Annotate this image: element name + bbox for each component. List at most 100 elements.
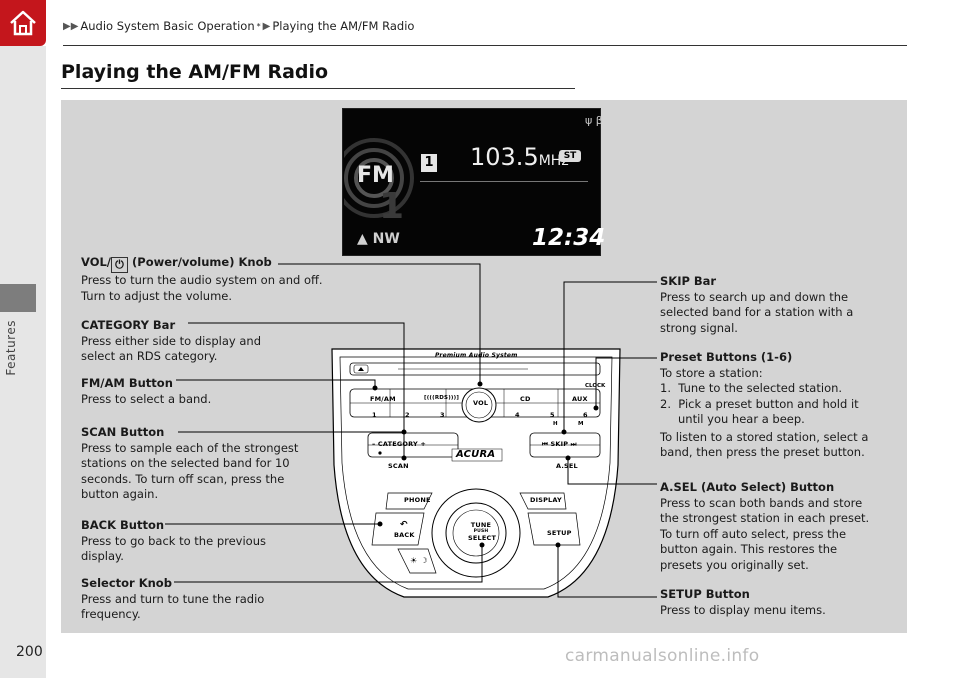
callout-text: Press to search up and down the <box>660 289 849 304</box>
clock-label: CLOCK <box>585 383 606 389</box>
callout-text: stations on the selected band for 10 <box>81 456 290 470</box>
display-compass: ▲ NW <box>357 231 400 247</box>
breadcrumb-asterisk: * <box>256 21 261 31</box>
callout-text: Press and turn to tune the radio <box>81 591 265 606</box>
breadcrumb-current: Playing the AM/FM Radio <box>272 19 415 33</box>
display-frequency-value: 103.5 <box>470 143 539 171</box>
breadcrumb: ▶▶ Audio System Basic Operation* ▶ Playi… <box>63 19 414 33</box>
callout-setup-button: SETUP Button Press to display menu items… <box>660 587 900 618</box>
display-band-number: 1 <box>379 186 404 227</box>
preset-button-4[interactable]: 4 <box>515 411 520 419</box>
selector-knob[interactable]: TUNE PUSH SELECT <box>468 521 497 542</box>
usb-bluetooth-icon: ψ β <box>585 114 603 127</box>
callout-asel-button: A.SEL (Auto Select) Button Press to scan… <box>660 480 905 573</box>
callout-text: seconds. To turn off scan, press the <box>81 471 285 486</box>
callout-text: strong signal. <box>660 320 738 335</box>
callout-title: A.SEL (Auto Select) Button <box>660 480 835 494</box>
category-label: CATEGORY <box>377 440 418 448</box>
home-button[interactable] <box>0 0 46 46</box>
sidebar-section-tab[interactable] <box>0 284 36 312</box>
display-divider <box>420 181 588 182</box>
header-divider <box>63 45 907 46</box>
callout-category-bar: CATEGORY Bar Press either side to displa… <box>81 318 321 365</box>
aux-button[interactable]: AUX <box>572 395 588 403</box>
fm-am-button[interactable]: FM/AM <box>370 395 396 403</box>
sidebar <box>0 46 46 678</box>
display-clock: 12:34 <box>532 225 606 251</box>
callout-title: SKIP Bar <box>660 274 717 288</box>
preset-button-2[interactable]: 2 <box>405 411 410 419</box>
callout-text: To store a station: <box>660 365 763 380</box>
vol-knob[interactable]: VOL <box>473 399 489 407</box>
display-band: FM <box>357 163 394 188</box>
callout-text: Press to scan both bands and store <box>660 495 863 510</box>
setup-button[interactable]: SETUP <box>547 529 572 537</box>
page-title: Playing the AM/FM Radio <box>61 61 329 83</box>
phone-button[interactable]: PHONE <box>404 496 431 504</box>
step-text: Tune to the selected station. <box>678 381 843 395</box>
callout-preset-buttons: Preset Buttons (1-6) To store a station:… <box>660 350 905 461</box>
category-bar[interactable]: – CATEGORY + <box>372 440 427 448</box>
compass-arrow-icon: ▲ <box>357 231 368 247</box>
preset-button-3[interactable]: 3 <box>440 411 445 419</box>
dimmer-icon[interactable]: ☀ ☽ <box>410 556 428 565</box>
callout-text: button again. This restores the <box>660 542 838 556</box>
callout-title: SETUP Button <box>660 587 750 601</box>
faceplate-brand: Premium Audio System <box>435 352 518 359</box>
rds-label: [(((RDS)))] <box>424 395 460 401</box>
step-text: Pick a preset button and hold it <box>678 396 859 411</box>
callout-text: band, then press the preset button. <box>660 445 865 459</box>
radio-display-screen <box>342 108 601 256</box>
callout-title: CATEGORY Bar <box>81 318 176 332</box>
breadcrumb-arrow-icon: ▶ <box>262 20 271 32</box>
callout-text: presets you originally set. <box>660 557 809 572</box>
callout-text: Press to sample each of the strongest <box>81 440 299 455</box>
skip-bar[interactable]: ⏮ SKIP ⏭ <box>542 440 577 448</box>
minute-mark: M <box>578 421 584 427</box>
display-preset: 1 <box>421 154 437 172</box>
breadcrumb-arrow-icon: ▶▶ <box>63 20 79 32</box>
callout-text: select an RDS category. <box>81 349 218 363</box>
callout-text: To turn off auto select, press the <box>660 526 847 541</box>
callout-title-post: (Power/volume) Knob <box>128 255 272 269</box>
acura-logo: ACURA <box>456 449 496 460</box>
scan-button[interactable]: SCAN <box>388 462 409 470</box>
callout-text: Press either side to display and <box>81 333 261 348</box>
callout-fmam-button: FM/AM Button Press to select a band. <box>81 376 281 407</box>
callout-text: the strongest station in each preset. <box>660 511 870 525</box>
preset-button-6[interactable]: 6 <box>583 411 588 419</box>
callout-text: Press to go back to the previous <box>81 533 266 548</box>
callout-text: Press to select a band. <box>81 391 212 406</box>
callout-selector-knob: Selector Knob Press and turn to tune the… <box>81 576 311 623</box>
display-stereo-badge: ST <box>559 150 581 162</box>
callout-vol-knob: VOL/⏻ (Power/volume) Knob Press to turn … <box>81 255 351 304</box>
breadcrumb-link-audio[interactable]: Audio System Basic Operation <box>80 19 255 33</box>
callout-title: Preset Buttons (1-6) <box>660 350 793 364</box>
asel-button[interactable]: A.SEL <box>556 462 578 470</box>
back-button[interactable]: BACK <box>394 531 415 539</box>
page-number: 200 <box>16 644 43 660</box>
callout-text: To listen to a stored station, select a <box>660 429 869 444</box>
callout-title: SCAN Button <box>81 425 165 439</box>
callout-step-1: 1. Tune to the selected station. <box>660 381 843 395</box>
callout-title: Selector Knob <box>81 576 172 590</box>
callout-text: frequency. <box>81 607 141 621</box>
title-divider <box>61 88 575 89</box>
select-label: SELECT <box>468 534 497 542</box>
callout-text: selected band for a station with a <box>660 305 854 319</box>
hour-mark: H <box>553 421 558 427</box>
watermark[interactable]: carmanualsonline.info <box>565 646 760 666</box>
callout-text: Press to display menu items. <box>660 602 826 617</box>
callout-skip-bar: SKIP Bar Press to search up and down the… <box>660 274 900 336</box>
preset-button-5[interactable]: 5 <box>550 411 555 419</box>
callout-title: BACK Button <box>81 518 165 532</box>
callout-title: VOL/⏻ (Power/volume) Knob <box>81 255 351 273</box>
preset-button-1[interactable]: 1 <box>372 411 377 419</box>
tune-label: TUNE <box>470 521 492 529</box>
callout-text: Press to turn the audio system on and of… <box>81 273 323 287</box>
cd-button[interactable]: CD <box>520 395 531 403</box>
signal-waves-icon: 1 <box>344 138 414 227</box>
display-button[interactable]: DISPLAY <box>530 496 562 504</box>
display-direction: NW <box>372 231 400 247</box>
